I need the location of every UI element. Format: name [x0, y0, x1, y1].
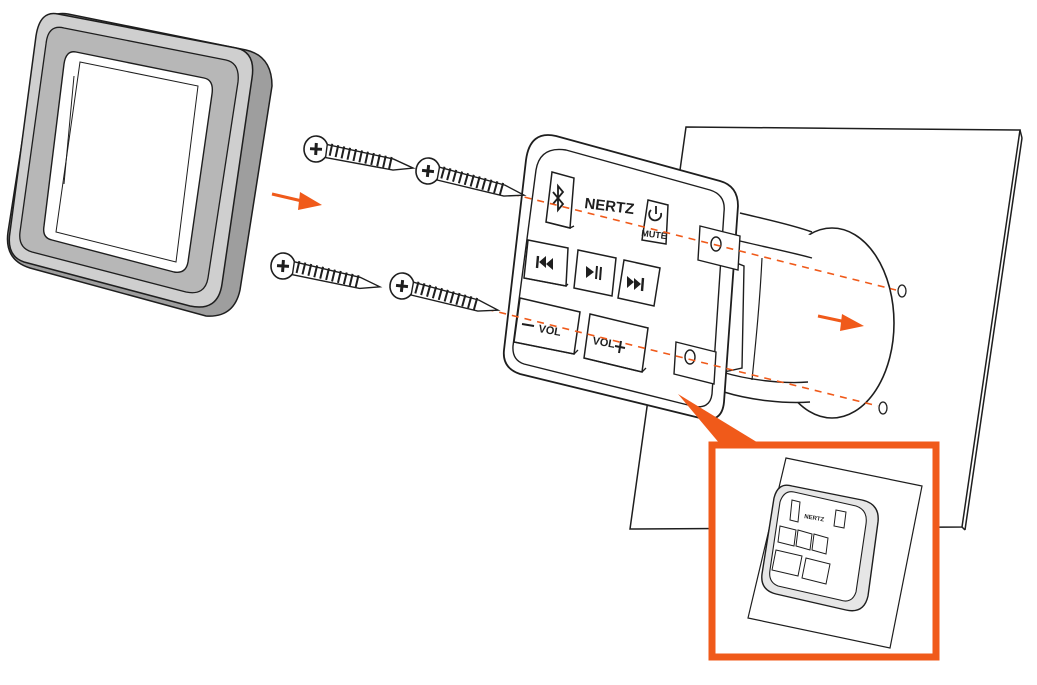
screw-icon — [268, 250, 384, 292]
detail-brand-label: NERTZ — [804, 514, 825, 523]
screw-icon — [301, 133, 417, 173]
detail-controller: NERTZ — [761, 484, 879, 612]
bluetooth-icon — [552, 183, 565, 213]
minus-icon — [521, 323, 535, 327]
mute-label: MUTE — [641, 228, 668, 241]
volume-up-label: VOL — [591, 335, 616, 351]
screw-icon — [412, 155, 529, 200]
screw-path-lines — [473, 193, 897, 407]
arrow-right-icon — [817, 314, 864, 331]
volume-up-button[interactable]: VOL — [583, 313, 649, 373]
previous-button[interactable] — [523, 239, 569, 287]
controller: NERTZ MUTE — [502, 134, 741, 421]
volume-down-button[interactable]: VOL — [513, 297, 581, 355]
wall-screw-hole-bottom — [878, 401, 888, 415]
wall-screw-hole-top — [897, 284, 907, 298]
detail-callout: NERTZ — [678, 394, 940, 661]
front-frame — [6, 12, 273, 317]
bluetooth-button[interactable] — [545, 171, 575, 229]
next-track-icon — [627, 276, 645, 292]
mounting-tab-top — [697, 225, 741, 271]
plus-icon — [614, 340, 626, 354]
play-pause-icon — [586, 265, 602, 281]
arrow-right-icon — [271, 192, 322, 210]
previous-track-icon — [535, 255, 553, 270]
play-pause-button[interactable] — [573, 249, 617, 297]
screw-icon — [386, 270, 503, 315]
power-icon — [648, 206, 663, 222]
mounting-tab-bottom — [673, 341, 717, 385]
brand-label: NERTZ — [584, 195, 636, 218]
next-button[interactable] — [617, 259, 661, 307]
